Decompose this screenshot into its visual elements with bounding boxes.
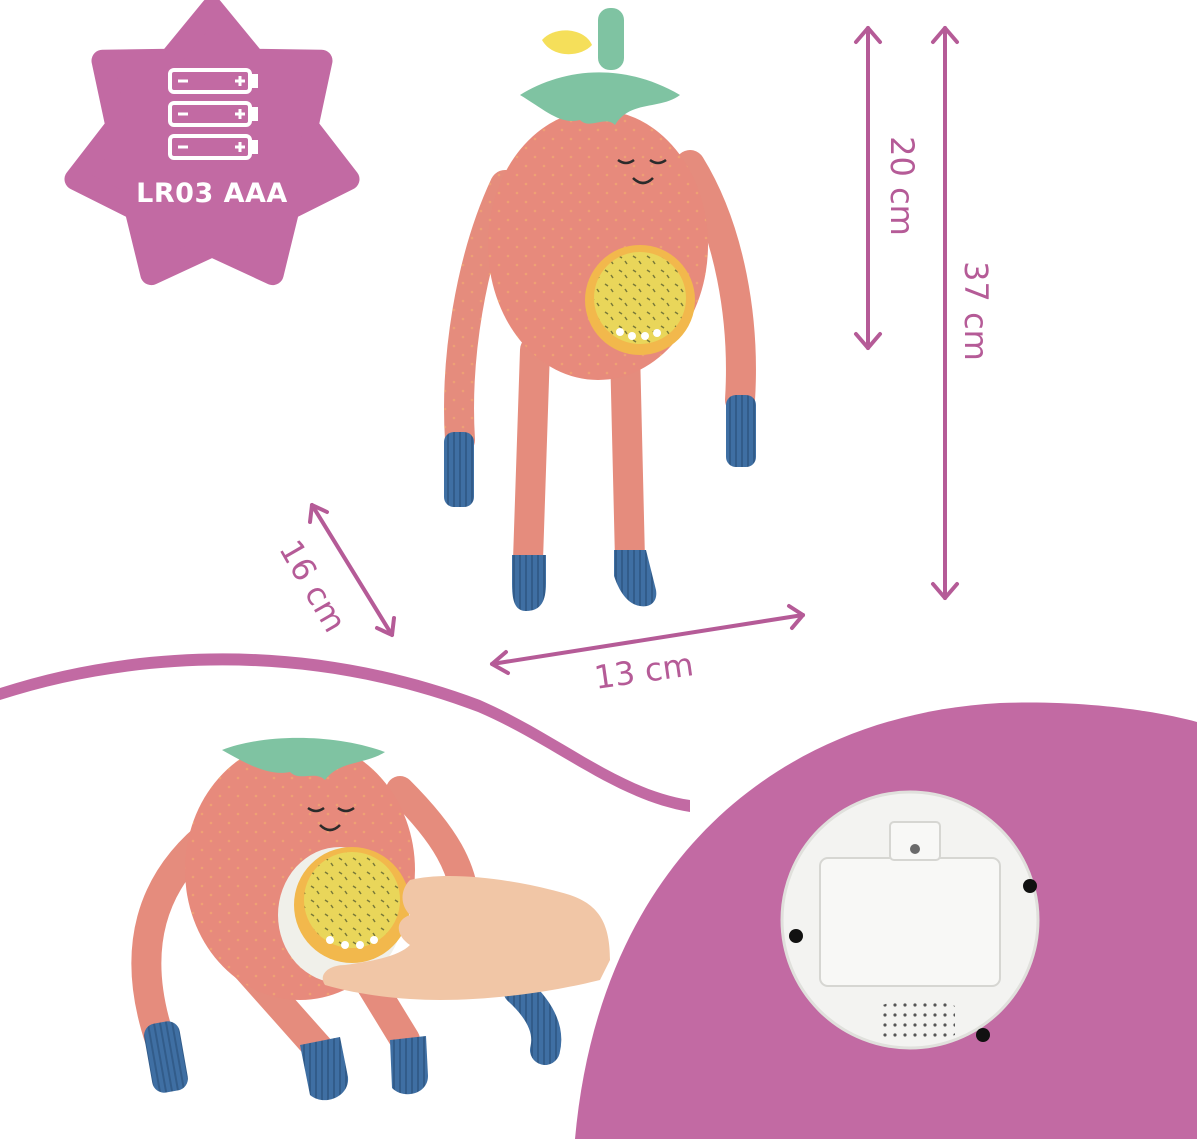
battery-compartment-back	[780, 790, 1040, 1050]
total-height-arrow	[931, 26, 959, 600]
leaf-crown	[520, 72, 680, 125]
battery-type-label: LR03 AAA	[136, 178, 288, 209]
badge-star-shape	[64, 0, 360, 286]
small-yellow-leaf	[542, 30, 592, 55]
closed-eyes	[617, 158, 667, 165]
left-arm-cuff	[444, 432, 474, 507]
total-height-label: 37 cm	[956, 261, 995, 361]
stem	[598, 8, 624, 70]
right-foot	[614, 550, 657, 607]
smile	[632, 177, 654, 185]
face-height-arrow	[854, 26, 882, 350]
screw	[910, 844, 920, 854]
depth-arrow	[308, 503, 396, 637]
face-height-label: 20 cm	[882, 136, 921, 236]
three-battery-icon	[168, 68, 258, 160]
plush-toy-with-hand	[131, 737, 610, 1101]
strawberry-plush-toy	[444, 8, 756, 611]
right-arm-cuff	[726, 395, 756, 467]
left-foot	[512, 555, 546, 611]
battery-cover	[819, 857, 1001, 987]
hand	[322, 875, 610, 1000]
battery-badge	[64, 0, 360, 286]
speaker-holes	[880, 998, 955, 1043]
arm-cuff-bottom	[144, 1021, 188, 1093]
width-arrow	[490, 604, 805, 675]
